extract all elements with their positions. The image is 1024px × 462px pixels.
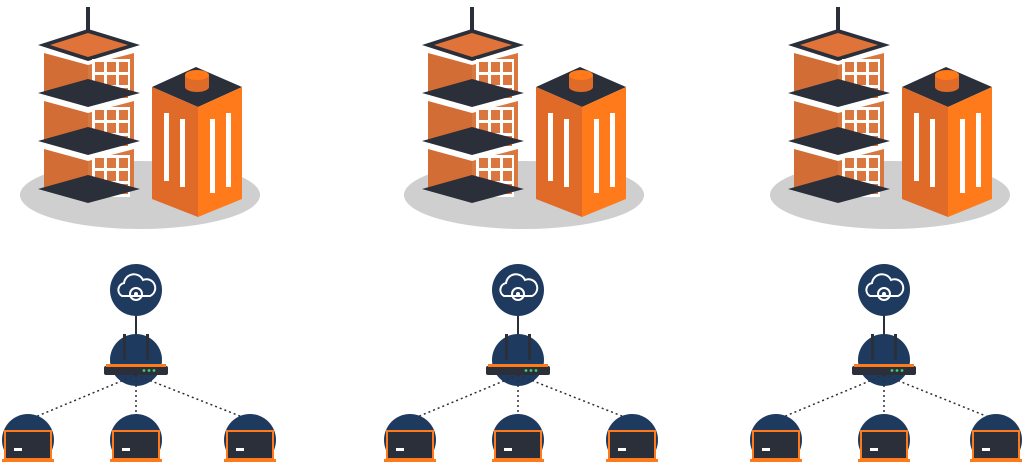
computer-icon	[383, 413, 437, 462]
network-group-1	[1, 7, 277, 462]
network-group-2	[383, 7, 659, 462]
cloud-gear-icon	[491, 263, 545, 317]
computer-icon	[1, 413, 55, 462]
computer-icon	[605, 413, 659, 462]
network-group-3	[749, 7, 1023, 462]
office-buildings-illustration	[20, 7, 260, 229]
wifi-router-icon	[852, 334, 916, 386]
office-buildings-illustration	[770, 7, 1010, 229]
computer-icon	[109, 413, 163, 462]
device-links	[27, 374, 251, 421]
office-buildings-illustration	[404, 7, 644, 229]
wifi-router-icon	[104, 334, 168, 386]
computer-icon	[857, 413, 911, 462]
device-links	[775, 374, 997, 421]
computer-icon	[969, 413, 1023, 462]
device-links	[409, 374, 633, 421]
computer-icon	[223, 413, 277, 462]
computer-icon	[491, 413, 545, 462]
cloud-gear-icon	[109, 263, 163, 317]
computer-icon	[749, 413, 803, 462]
wifi-router-icon	[486, 334, 550, 386]
cloud-gear-icon	[857, 263, 911, 317]
